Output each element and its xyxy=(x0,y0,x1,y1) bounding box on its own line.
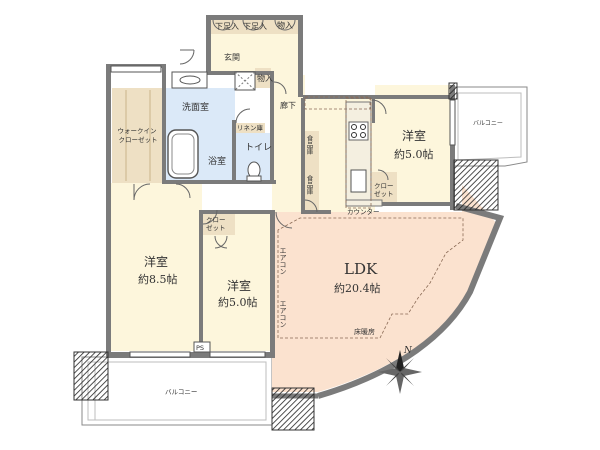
label-aircon2: エアコン xyxy=(279,300,287,328)
label-rouka: 廊下 xyxy=(280,100,296,110)
north-compass xyxy=(378,350,422,394)
storage-linen xyxy=(235,123,265,133)
label-balcony-e: バルコニー xyxy=(473,120,503,127)
label-ldk: LDK xyxy=(344,260,378,278)
storage-pantry1 xyxy=(305,131,319,165)
room-w-area xyxy=(110,183,202,351)
wic-area xyxy=(112,88,164,183)
balcony-east xyxy=(451,86,528,167)
label-room-c: 洋室 xyxy=(227,278,251,293)
label-closet-c-line2: ゼット xyxy=(206,223,226,232)
label-shokuhin1: 食品庫 xyxy=(305,134,313,156)
label-north: N xyxy=(403,346,413,356)
label-closet-r-line1: クロー xyxy=(374,182,394,190)
storage-closet-c xyxy=(202,213,235,235)
dashed-zones xyxy=(277,96,464,339)
bath-fixtures xyxy=(167,71,262,182)
label-aircon1: エアコン xyxy=(279,247,287,275)
hall-area xyxy=(272,75,305,212)
doors xyxy=(133,19,389,249)
label-wic-line2: クローゼット xyxy=(119,135,158,144)
labels: 下足入 下足入 物入 玄関 物入 洗面室 廊下 ウォークイン クローゼット リネ… xyxy=(117,20,502,396)
ps-box xyxy=(193,341,211,353)
label-wic: ウォークイン クローゼット xyxy=(117,127,158,144)
windows xyxy=(110,65,456,358)
label-senmen: 洗面室 xyxy=(182,101,209,113)
label-room-w: 洋室 xyxy=(144,254,168,269)
label-closet-r-line2: ゼット xyxy=(374,189,394,198)
label-linen: リネン庫 xyxy=(237,123,264,132)
wic-shelves xyxy=(125,90,151,181)
ldk-outer-wall xyxy=(317,203,505,399)
genkan-area xyxy=(210,32,300,75)
label-yokushitsu: 浴室 xyxy=(208,155,226,167)
label-geta2: 下足入 xyxy=(243,22,267,31)
label-counter: カウンター xyxy=(347,207,380,216)
kitchen xyxy=(345,101,383,207)
ldk-area xyxy=(272,185,498,392)
label-geta1: 下足入 xyxy=(215,22,239,31)
label-balcony-s: バルコニー xyxy=(165,388,197,396)
label-ps: PS xyxy=(196,344,204,352)
label-mono1: 物入 xyxy=(277,20,293,30)
label-room-ne-size: 約5.0帖 xyxy=(394,147,434,161)
storage-closet-r xyxy=(372,172,397,202)
label-mono2: 物入 xyxy=(257,73,273,83)
columns xyxy=(73,82,499,431)
label-room-w-size: 約8.5帖 xyxy=(138,272,178,286)
label-ldk-size: 約20.4帖 xyxy=(334,281,381,295)
label-yukadan: 床暖房 xyxy=(354,327,375,336)
label-closet-r: クロー ゼット xyxy=(374,182,396,198)
label-room-c-size: 約5.0帖 xyxy=(218,295,258,309)
label-wic-line1: ウォークイン xyxy=(117,127,156,135)
label-room-ne: 洋室 xyxy=(402,128,426,143)
senmen-area xyxy=(165,88,235,123)
room-c-area xyxy=(202,213,272,351)
label-closet-c: クロー ゼット xyxy=(206,216,228,232)
label-toilet: トイレ xyxy=(245,143,272,153)
label-shokuhin2: 食品庫 xyxy=(305,174,313,196)
label-genkan: 玄関 xyxy=(224,52,240,62)
label-closet-c-line1: クロー xyxy=(206,216,226,224)
balcony-south xyxy=(81,356,273,426)
